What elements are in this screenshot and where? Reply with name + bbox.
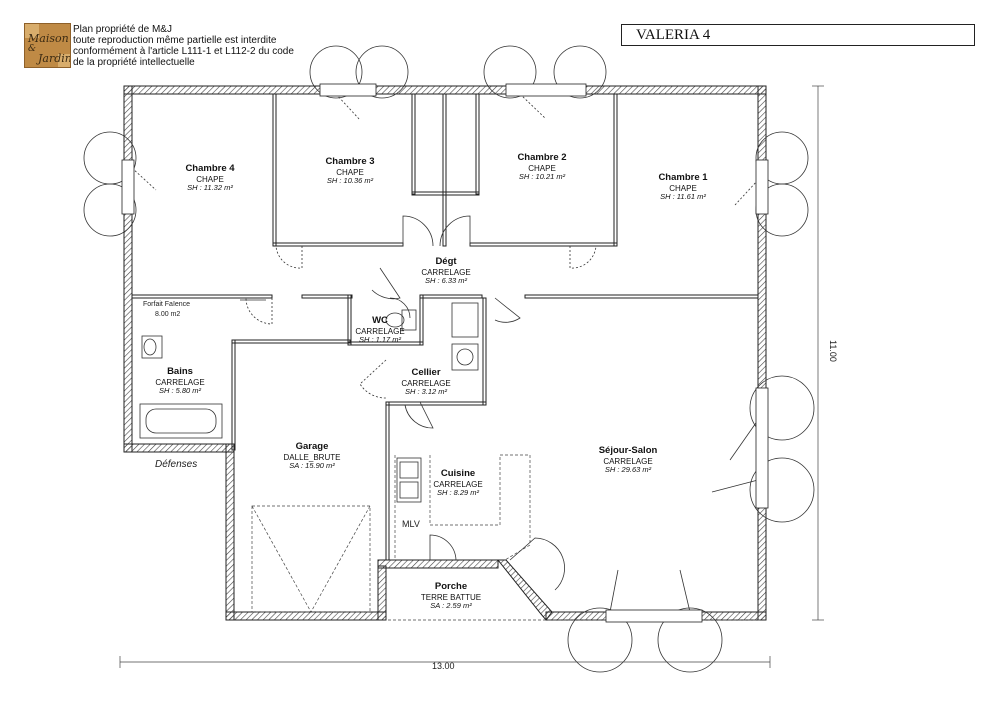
room-area: SH : 10.36 m² bbox=[326, 176, 374, 186]
cellier-sink bbox=[451, 302, 479, 338]
room-name: Chambre 3 bbox=[325, 156, 375, 167]
room-area: SH : 3.12 m² bbox=[404, 387, 448, 397]
room-floor: TERRE BATTUE bbox=[420, 592, 482, 602]
faience-label: Forfait Faïence bbox=[143, 301, 191, 308]
window-frames bbox=[121, 83, 769, 623]
room-area: SH : 1.17 m² bbox=[358, 335, 402, 345]
logo-ampersand: & bbox=[28, 44, 37, 54]
room-label-chambre-4: Chambre 4 CHAPE SH : 11.32 m² bbox=[160, 163, 260, 193]
notice-line: Plan propriété de M&J bbox=[73, 24, 172, 35]
mlv-label: MLV bbox=[402, 519, 420, 529]
kitchen-sink bbox=[396, 457, 422, 503]
dimension-lines bbox=[119, 85, 824, 668]
room-area: SH : 6.33 m² bbox=[424, 276, 468, 286]
room-area: SA : 2.59 m² bbox=[430, 601, 472, 611]
fixtures bbox=[139, 302, 479, 503]
notice-line: de la propriété intellectuelle bbox=[73, 57, 195, 68]
room-name: Chambre 4 bbox=[185, 163, 235, 174]
faience-area: 8.00 m2 bbox=[155, 311, 181, 318]
dimension-width: 13.00 bbox=[432, 661, 455, 671]
model-title: VALERIA 4 bbox=[636, 27, 711, 43]
room-label-bains: Bains CARRELAGE SH : 5.80 m² bbox=[140, 366, 220, 396]
room-area: SH : 5.80 m² bbox=[158, 386, 202, 396]
room-label-chambre-2: Chambre 2 CHAPE SH : 10.21 m² bbox=[492, 152, 592, 182]
room-name: Chambre 2 bbox=[517, 152, 567, 163]
room-name: Porche bbox=[434, 581, 468, 592]
room-label-chambre-1: Chambre 1 CHAPE SH : 11.61 m² bbox=[633, 172, 733, 202]
dimension-depth: 11.00 bbox=[828, 340, 838, 362]
room-label-cellier: Cellier CARRELAGE SH : 3.12 m² bbox=[386, 367, 466, 397]
room-floor: CARRELAGE bbox=[603, 456, 653, 466]
room-area: SH : 8.29 m² bbox=[436, 488, 480, 498]
room-floor: DALLE_BRUTE bbox=[283, 452, 341, 462]
doors bbox=[83, 45, 815, 673]
room-floor: CARRELAGE bbox=[155, 377, 205, 387]
bathtub bbox=[139, 403, 223, 439]
model-title-box: VALERIA 4 bbox=[621, 24, 975, 46]
room-floor: CHAPE bbox=[528, 163, 556, 173]
room-area: SH : 10.21 m² bbox=[518, 172, 566, 182]
logo-word-maison: Maison bbox=[28, 32, 69, 45]
room-label-sejour-salon: Séjour-Salon CARRELAGE SH : 29.63 m² bbox=[573, 445, 683, 475]
room-label-degt: Dégt CARRELAGE SH : 6.33 m² bbox=[396, 256, 496, 286]
room-floor: CHAPE bbox=[669, 183, 697, 193]
room-label-chambre-3: Chambre 3 CHAPE SH : 10.36 m² bbox=[300, 156, 400, 186]
interior-walls bbox=[131, 93, 759, 561]
room-name: Cuisine bbox=[440, 468, 476, 479]
room-floor: CARRELAGE bbox=[433, 479, 483, 489]
room-name: Séjour-Salon bbox=[598, 445, 658, 456]
washing-machine bbox=[451, 343, 479, 371]
room-name: WC bbox=[372, 315, 388, 326]
room-label-porche: Porche TERRE BATTUE SA : 2.59 m² bbox=[406, 581, 496, 611]
room-label-cuisine: Cuisine CARRELAGE SH : 8.29 m² bbox=[418, 468, 498, 498]
room-name: Garage bbox=[295, 441, 329, 452]
room-floor: CARRELAGE bbox=[421, 267, 471, 277]
dashed-lines bbox=[251, 454, 760, 621]
room-name: Dégt bbox=[435, 256, 457, 267]
defenses-label: Défenses bbox=[155, 459, 198, 470]
room-area: SA : 15.90 m² bbox=[289, 461, 335, 471]
copyright-notice: Plan propriété de M&J toute reproduction… bbox=[73, 24, 333, 68]
notice-line: toute reproduction même partielle est in… bbox=[73, 35, 277, 46]
toilet-tank bbox=[401, 309, 417, 331]
room-label-garage: Garage DALLE_BRUTE SA : 15.90 m² bbox=[262, 441, 362, 471]
room-name: Chambre 1 bbox=[658, 172, 708, 183]
room-floor: CHAPE bbox=[336, 167, 364, 177]
room-area: SH : 11.61 m² bbox=[660, 192, 706, 202]
room-label-wc: WC CARRELAGE SH : 1.17 m² bbox=[348, 315, 412, 345]
room-floor: CARRELAGE bbox=[355, 326, 405, 336]
logo-word-jardin: Jardin bbox=[38, 52, 71, 65]
room-area: SH : 11.32 m² bbox=[187, 183, 233, 193]
maison-jardin-logo: Maison & Jardin bbox=[24, 23, 71, 68]
room-area: SH : 29.63 m² bbox=[604, 465, 652, 475]
bathroom-sink bbox=[141, 335, 163, 359]
room-floor: CHAPE bbox=[196, 174, 224, 184]
room-name: Cellier bbox=[411, 367, 441, 378]
notice-line: conformément à l'article L111-1 et L112-… bbox=[73, 46, 294, 57]
porch-diagonal-wall bbox=[496, 559, 553, 621]
room-floor: CARRELAGE bbox=[401, 378, 451, 388]
room-name: Bains bbox=[167, 366, 193, 377]
